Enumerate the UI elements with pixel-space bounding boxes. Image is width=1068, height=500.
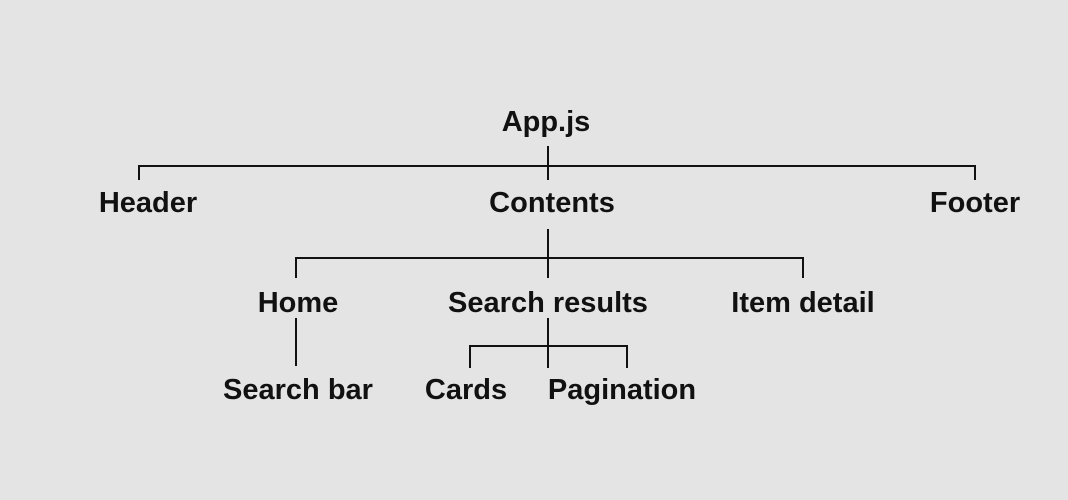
node-search-bar: Search bar [223, 374, 373, 406]
node-search-results: Search results [448, 287, 648, 319]
node-home: Home [257, 287, 339, 319]
node-pagination: Pagination [547, 374, 697, 406]
node-item-detail: Item detail [731, 287, 875, 319]
node-contents: Contents [489, 187, 615, 219]
node-app-js: App.js [501, 106, 591, 138]
node-footer: Footer [929, 187, 1021, 219]
node-cards: Cards [424, 374, 508, 406]
node-header: Header [98, 187, 198, 219]
